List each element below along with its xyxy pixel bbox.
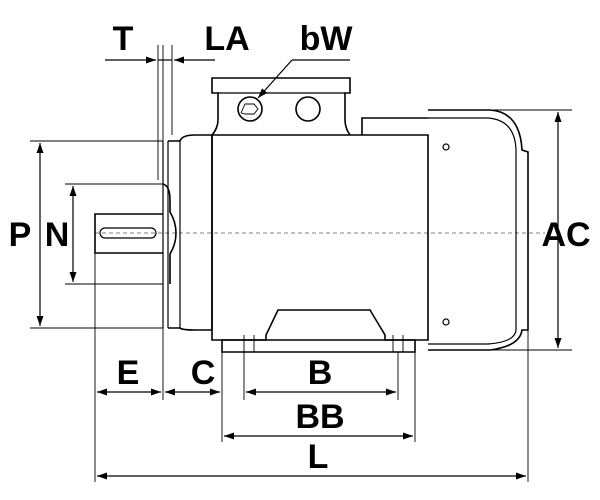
mounting-foot	[221, 309, 416, 353]
fan-cover	[428, 109, 529, 351]
stator-body	[211, 134, 429, 341]
label-ac: AC	[541, 216, 590, 254]
front-end-shield	[168, 134, 213, 331]
label-la: LA	[204, 20, 249, 58]
shaft-keyway	[99, 227, 157, 239]
cable-gland-right	[295, 96, 321, 122]
dimension-lines	[36, 56, 562, 480]
shaft	[94, 213, 163, 254]
label-t: T	[113, 20, 134, 58]
label-l: L	[308, 438, 329, 476]
fan-cover-screw-top	[442, 143, 450, 151]
extension-lines	[30, 45, 572, 482]
label-e: E	[117, 354, 140, 392]
fan-cover-inner	[428, 117, 517, 345]
fan-cover-screw-bottom	[442, 318, 450, 326]
cable-gland-left	[237, 96, 263, 122]
dimension-labels: T LA bW P N AC E C B BB L	[9, 20, 591, 476]
gland-nut	[240, 103, 259, 115]
label-n: N	[45, 216, 70, 254]
label-p: P	[9, 216, 32, 254]
front-shield-profile	[162, 183, 177, 284]
label-bb: BB	[295, 398, 344, 436]
label-bw: bW	[300, 20, 354, 58]
motor-outline	[94, 77, 545, 353]
dim-bw-leader	[257, 59, 293, 99]
rear-step	[361, 117, 428, 135]
terminal-box	[211, 77, 351, 136]
label-c: C	[191, 354, 216, 392]
label-b: B	[308, 354, 333, 392]
